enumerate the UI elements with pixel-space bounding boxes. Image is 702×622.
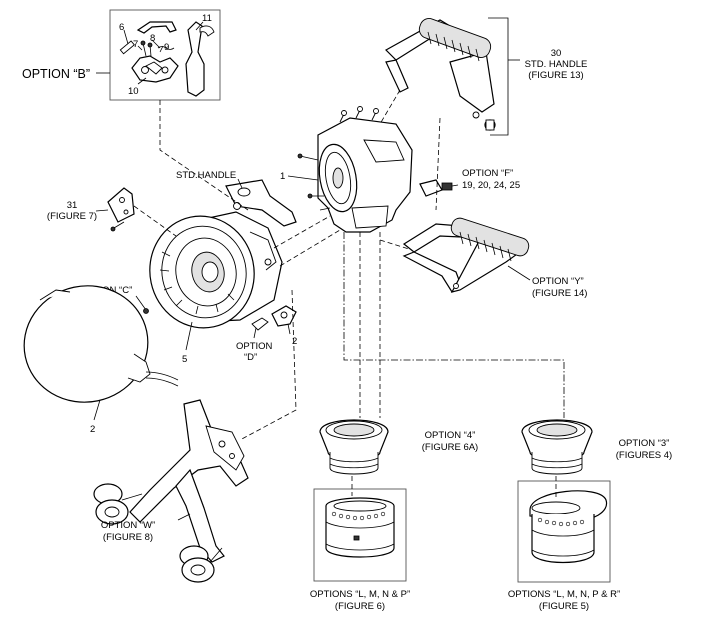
std-handle-30-label: STD. HANDLE [525, 59, 588, 70]
std-handle-30 [385, 18, 496, 131]
option-b-label: OPTION “B” [22, 67, 90, 81]
part-31-label: 31 [67, 200, 78, 211]
figure-8-label: (FIGURE 8) [103, 532, 153, 543]
figure-13-label: (FIGURE 13) [528, 70, 583, 81]
option-d-label-2: “D” [244, 352, 257, 363]
std-handle-label: STD.HANDLE [176, 170, 236, 181]
option-3-label: OPTION “3” [619, 438, 670, 449]
part-2a-label: 2 [292, 336, 297, 347]
part-5-label: 5 [182, 354, 187, 365]
option-y-handle [402, 217, 530, 293]
part-10-label: 10 [128, 86, 139, 97]
option-f-label: OPTION “F” [462, 168, 513, 179]
option-y-label: OPTION “Y” [532, 276, 584, 287]
figure-6-label: (FIGURE 6) [335, 601, 385, 612]
part-9-label: 9 [164, 42, 169, 53]
option-31-part [95, 187, 135, 232]
option-b-assembly: 6 7 8 9 10 11 [109, 9, 221, 101]
option-d-label-1: OPTION [236, 341, 273, 352]
part-6-label: 6 [119, 22, 124, 33]
part-11-label: 11 [202, 13, 212, 24]
part-1-label: 1 [280, 171, 285, 182]
part-7-label: 7 [133, 39, 138, 50]
option-w-frame [93, 399, 249, 583]
option-w-label: OPTION “W” [101, 520, 155, 531]
option-f-fitting [419, 179, 459, 197]
figure-6a-label: (FIGURE 6A) [422, 442, 478, 453]
pump-body [297, 106, 413, 233]
figures-4-label: (FIGURES 4) [616, 450, 672, 461]
figure-5-label: (FIGURE 5) [539, 601, 589, 612]
impeller-housing [149, 211, 283, 329]
options-lmnpr-strainer [529, 490, 608, 564]
option-4-adapter [319, 419, 389, 475]
option-4-label: OPTION “4” [425, 430, 476, 441]
figure-14-label: (FIGURE 14) [532, 288, 587, 299]
part-30-label: 30 [551, 48, 562, 59]
part-8-label: 8 [150, 33, 155, 44]
figure-7-label: (FIGURE 7) [47, 211, 97, 222]
assembly-guide-lines [133, 89, 565, 498]
options-lmnpr-label: OPTIONS “L, M, N, P & R” [508, 589, 620, 600]
option-3-adapter [521, 419, 593, 475]
option-f-parts-label: 19, 20, 24, 25 [462, 180, 520, 191]
cover-disc [23, 285, 179, 403]
part-2b-label: 2 [90, 424, 95, 435]
options-lmnp-strainer [325, 497, 395, 558]
options-lmnp-label: OPTIONS “L, M, N & P” [310, 589, 410, 600]
